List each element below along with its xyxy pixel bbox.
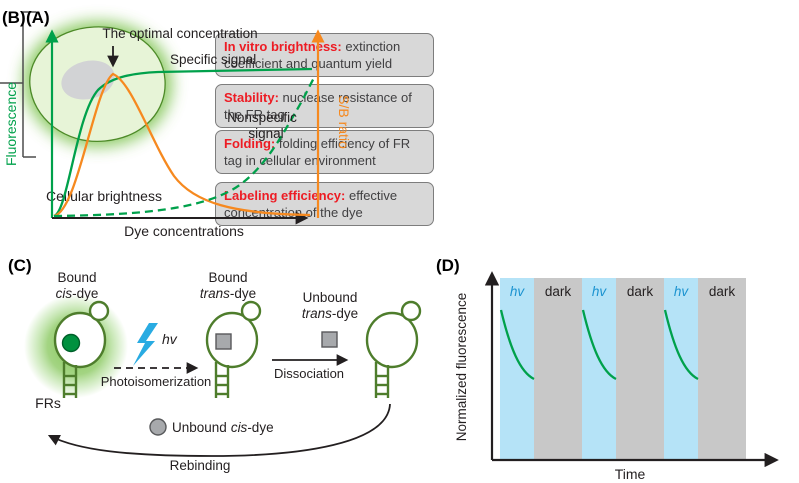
factor-title: Folding: (224, 136, 276, 151)
b-curve-sb-ratio (53, 72, 311, 218)
d-decay-curve (499, 309, 535, 381)
dark-band (616, 278, 664, 459)
d-ylabel: Normalized fluorescence (454, 293, 469, 442)
cis-word: cis (231, 420, 248, 435)
b-xlabel: Dye concentrations (124, 223, 244, 239)
panel-c-label: (C) (8, 256, 32, 275)
panel-c-scheme: Bound cis-dye Bound trans-dye Unbound tr… (24, 270, 422, 473)
dark-band (698, 278, 746, 459)
hv-label: hv (162, 331, 178, 347)
factor-body: nuclease resistance of the FR tag (224, 90, 412, 123)
b-nonspecific-label-line2: signal (248, 126, 283, 141)
panel-b: (B) The optimal concentration Specific s… (0, 0, 349, 248)
factor-title: Labeling efficiency: (224, 188, 346, 203)
cell-nucleus (61, 60, 115, 100)
dark-band-label: dark (545, 284, 572, 299)
panel-c: (C) Bound cis-dye Bound trans-dye Unboun… (0, 248, 450, 483)
d-decay-curve (581, 309, 617, 381)
factor-body: extinction coefficient and quantum yield (224, 39, 401, 72)
trans-word: trans (200, 286, 230, 301)
hv-band (664, 278, 698, 459)
bracket (0, 11, 36, 158)
cis-dye-bound-icon (61, 333, 81, 353)
bound-trans-label-line1: Bound (208, 270, 247, 285)
bound-cis-label-line1: Bound (57, 270, 96, 285)
b-specific-signal-label: Specific signal (170, 52, 256, 67)
panel-a-label: (A) (26, 8, 50, 27)
cis-dye-unbound-icon (149, 418, 167, 436)
dark-band (534, 278, 582, 459)
cell-caption: Cellular brightness (46, 188, 162, 204)
dark-band-label: dark (709, 284, 736, 299)
dissociation-label: Dissociation (274, 366, 344, 381)
unbound-word: Unbound (172, 420, 227, 435)
factor-box-folding: Folding: folding efficiency of FR tag in… (215, 130, 434, 175)
dye-suffix: -dye (230, 286, 256, 301)
lightning-icon (133, 323, 158, 366)
hv-band (500, 278, 534, 459)
unbound-cis-label: Unbound cis-dye (172, 420, 274, 435)
dye-suffix: -dye (72, 286, 98, 301)
aptamer-empty (365, 300, 422, 400)
d-xlabel: Time (615, 466, 646, 482)
hv-band-label: hv (592, 284, 608, 299)
unbound-trans-label-line2: trans-dye (302, 306, 358, 321)
panel-d-chart: hv dark hv dark hv dark Normalized fluor… (454, 271, 779, 482)
trans-dye-bound-icon (215, 333, 232, 350)
cis-word: cis (56, 286, 73, 301)
dye-suffix: -dye (332, 306, 358, 321)
dye-suffix: -dye (247, 420, 273, 435)
b-ylabel-fluorescence: Fluorescence (3, 82, 19, 166)
panel-b-chart: The optimal concentration Specific signa… (3, 26, 349, 239)
factor-title: Stability: (224, 90, 279, 105)
bracket-line (0, 11, 36, 158)
d-decay-curve (663, 309, 699, 381)
bound-cis-label-line2: cis-dye (56, 286, 99, 301)
b-ylabel-sb-ratio: S/B ratio (336, 95, 349, 149)
factor-box-stability: Stability: nuclease resistance of the FR… (215, 84, 434, 129)
hv-band-label: hv (510, 284, 526, 299)
trans-dye-unbound-icon (321, 331, 338, 348)
cell-illustration (23, 21, 173, 148)
factor-body: effective concentration of the dye (224, 188, 398, 221)
hv-band (582, 278, 616, 459)
b-nonspecific-label-line1: Nonspecific (227, 110, 297, 125)
factor-title: In vitro brightness: (224, 39, 342, 54)
trans-word: trans (302, 306, 332, 321)
factor-body: folding efficiency of FR tag in cellular… (224, 136, 411, 169)
frs-label: FRs (35, 395, 61, 411)
aptamer-bound-trans (205, 300, 262, 400)
rebinding-label: Rebinding (170, 458, 231, 473)
dark-band-label: dark (627, 284, 654, 299)
b-annotation-optimal: The optimal concentration (102, 26, 257, 41)
rebinding-arrow (47, 403, 391, 457)
b-curve-nonspecific (53, 75, 317, 218)
b-curve-specific (53, 67, 313, 218)
bound-trans-label-line2: trans-dye (200, 286, 256, 301)
panel-d-label: (D) (436, 256, 460, 275)
panel-b-label: (B) (2, 8, 26, 27)
panel-d: (D) hv dark hv dark hv dark Normaliz (430, 248, 799, 483)
hv-band-label: hv (674, 284, 690, 299)
unbound-trans-label-line1: Unbound (303, 290, 358, 305)
photoisomerization-label: Photoisomerization (101, 374, 212, 389)
panel-a: (A) Cellular brightness In vitro brightn… (0, 0, 450, 248)
